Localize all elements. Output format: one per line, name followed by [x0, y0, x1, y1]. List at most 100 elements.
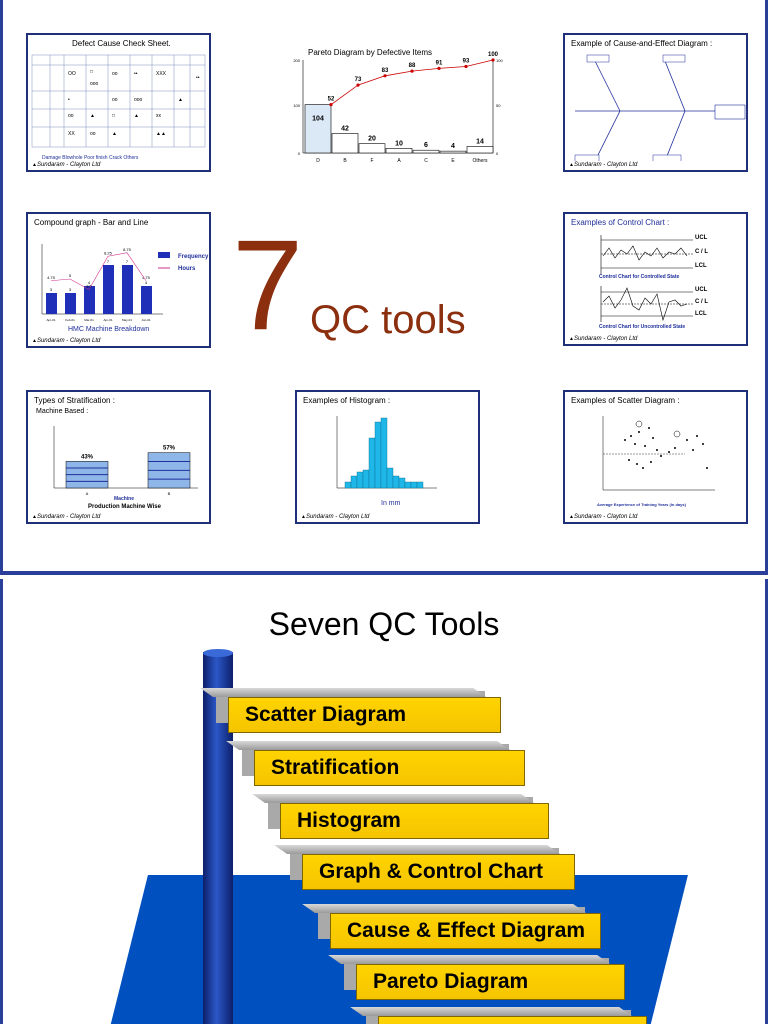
compound-line-label: 8.75	[123, 247, 132, 252]
pareto-bar-label: 42	[341, 125, 349, 132]
svg-text:▲: ▲	[90, 113, 95, 119]
compound-line	[50, 252, 147, 290]
stratification-thumbnail: Types of Stratification : Machine Based …	[26, 390, 211, 524]
svg-text:▲▲: ▲▲	[156, 131, 166, 137]
compound-bar-label: 7	[126, 259, 129, 264]
step-pareto-diagram: Pareto Diagram	[356, 964, 625, 1000]
cl-label-1: C / L	[695, 249, 708, 255]
legend-hours: Hours	[178, 266, 196, 272]
control-chart-caption-2: Control Chart for Uncontrolled State	[599, 324, 686, 330]
step-label: Graph & Control Chart	[319, 860, 543, 883]
pareto-bar-label: 4	[451, 143, 455, 150]
step-stratification: Stratification	[254, 750, 525, 786]
stratification-value-label: 57%	[163, 446, 176, 452]
svg-text:100: 100	[496, 58, 503, 63]
pareto-bar	[466, 146, 494, 154]
compound-line-label: 4.75	[142, 275, 151, 280]
thumbnail-title: Types of Stratification :	[34, 396, 115, 405]
thumbnail-footer: Sundaram - Clayton Ltd	[32, 338, 100, 344]
big-number: 7	[232, 214, 304, 357]
svg-text:200: 200	[293, 58, 300, 63]
compound-bar-label: 4	[88, 280, 91, 285]
histogram-chart	[336, 416, 437, 489]
compound-bar	[84, 286, 95, 314]
check-sheet-legend: Damage Blowhole Poor finish Crack Others	[42, 155, 139, 161]
compound-bar	[65, 293, 76, 314]
main-title: QC tools	[310, 298, 466, 342]
pareto-cumulative-label: 91	[436, 60, 443, 66]
pareto-category-label: D	[316, 158, 320, 164]
step-label: Scatter Diagram	[245, 703, 407, 726]
ucl-label-2: UCL	[695, 287, 708, 293]
compound-line-label: 4.75	[47, 275, 56, 280]
stratification-caption: Production Machine Wise	[88, 504, 161, 510]
compound-subtitle: HMC Machine Breakdown	[68, 326, 150, 333]
svg-text:□: □	[90, 69, 93, 75]
control-charts	[600, 235, 693, 322]
svg-text:100: 100	[293, 103, 300, 108]
control-chart-thumbnail: Examples of Control Chart : UCL C / L LC…	[563, 212, 748, 346]
pareto-cumulative-label: 52	[328, 97, 335, 103]
staircase-base	[108, 875, 688, 1024]
pareto-category-label: F	[370, 158, 373, 164]
pareto-bar-label: 20	[368, 136, 376, 143]
pareto-bar-label: 10	[395, 140, 403, 147]
svg-text:0: 0	[496, 151, 499, 156]
svg-text:□: □	[112, 113, 115, 119]
pole-cap	[203, 649, 233, 657]
compound-bar	[141, 286, 152, 314]
compound-bar	[46, 293, 57, 314]
compound-category-label: Mar-01	[84, 318, 94, 322]
compound-bar-label: 7	[107, 259, 110, 264]
stratification-value-label: 43%	[81, 454, 94, 460]
pareto-category-label: Others	[472, 158, 488, 164]
compound-category-label: May-01	[122, 318, 132, 322]
compound-category-label: Apr-01	[103, 318, 112, 322]
step-label: Stratification	[271, 756, 400, 779]
pareto-bar-label: 6	[424, 142, 428, 149]
compound-line-label: 8.25	[104, 250, 113, 255]
compound-bar-label: 3	[50, 287, 53, 292]
pareto-bar-label: 104	[312, 116, 324, 123]
stratification-category-label: A	[86, 491, 89, 496]
thumbnail-footer: Sundaram - Clayton Ltd	[569, 162, 637, 168]
step-cause-effect-diagram: Cause & Effect Diagram	[330, 913, 601, 949]
pareto-bar	[412, 149, 440, 154]
histogram-xlabel: In mm	[381, 500, 401, 507]
svg-text:••: ••	[134, 71, 138, 77]
svg-text:••: ••	[196, 75, 200, 81]
seven-qc-tools-slide: Seven QC Tools Scatter Diagram Stratific…	[0, 579, 768, 1024]
pareto-bar	[439, 150, 467, 154]
cl-label-2: C / L	[695, 299, 708, 305]
step-label: Cause & Effect Diagram	[347, 919, 586, 942]
legend-frequency: Frequency	[178, 254, 209, 260]
fishbone-diagram	[574, 54, 746, 161]
compound-bar-label: 4	[145, 280, 148, 285]
ucl-label-1: UCL	[695, 235, 708, 241]
pareto-title: Pareto Diagram by Defective Items	[308, 48, 433, 57]
step-next	[378, 1016, 647, 1024]
thumbnail-footer: Sundaram - Clayton Ltd	[32, 162, 100, 168]
thumbnail-title: Examples of Scatter Diagram :	[571, 396, 680, 405]
thumbnail-footer: Sundaram - Clayton Ltd	[569, 336, 637, 342]
pareto-bar	[331, 133, 359, 154]
svg-text:•: •	[68, 97, 70, 103]
compound-bar	[103, 265, 114, 314]
compound-line-label: 5	[69, 273, 72, 278]
scatter-thumbnail: Examples of Scatter Diagram : Average Ex…	[563, 390, 748, 524]
pareto-category-label: A	[397, 158, 401, 164]
svg-text:OO: OO	[68, 71, 76, 77]
lcl-label-1: LCL	[695, 263, 707, 269]
svg-text:oo: oo	[112, 97, 118, 103]
pareto-cumulative-label: 88	[409, 63, 416, 69]
pareto-cumulative-label: 100	[488, 52, 499, 58]
thumbnail-footer: Sundaram - Clayton Ltd	[301, 514, 369, 520]
svg-text:0: 0	[298, 151, 301, 156]
pareto-bar-label: 14	[476, 138, 484, 145]
pareto-category-label: B	[343, 158, 347, 164]
